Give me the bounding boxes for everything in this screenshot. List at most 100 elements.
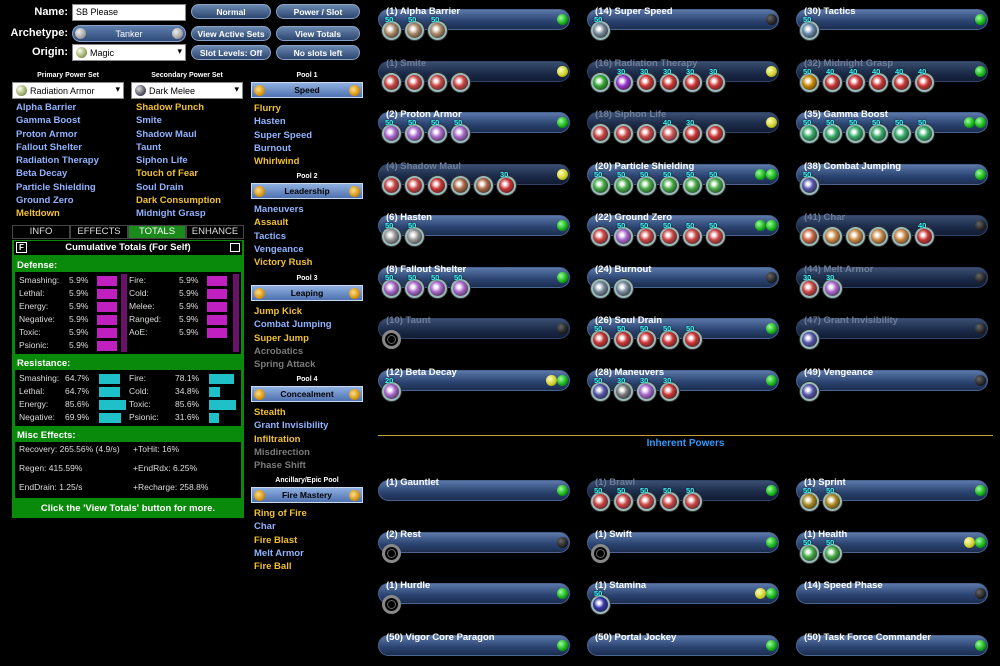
enhancement-icon[interactable]: 50 bbox=[382, 221, 401, 246]
enhancement-icon[interactable] bbox=[614, 124, 633, 143]
enhancement-icon[interactable] bbox=[591, 278, 610, 298]
tab-enhance[interactable]: ENHANCE bbox=[186, 225, 244, 239]
power-slot[interactable]: (1) Stamina bbox=[587, 580, 779, 604]
enhancement-icon[interactable] bbox=[591, 124, 610, 143]
enhancement-icon[interactable]: 50 bbox=[451, 118, 470, 143]
enhancement-icon[interactable] bbox=[800, 330, 819, 349]
origin-select[interactable]: Magic▾ bbox=[72, 44, 186, 61]
power-slot[interactable]: (30) Tactics bbox=[796, 6, 988, 30]
enhancement-icon[interactable]: 50 bbox=[823, 486, 842, 511]
enhancement-icon[interactable]: 50 bbox=[660, 324, 679, 349]
power-list-item[interactable]: Shadow Maul bbox=[136, 128, 197, 140]
enhancement-icon[interactable] bbox=[614, 278, 633, 298]
enhancement-icon[interactable]: 50 bbox=[637, 324, 656, 349]
power-list-item[interactable]: Taunt bbox=[136, 141, 162, 153]
enhancement-icon[interactable]: 50 bbox=[382, 15, 401, 40]
power-list-item[interactable]: Meltdown bbox=[16, 208, 60, 220]
power-list-item[interactable]: Misdirection bbox=[254, 446, 310, 458]
power-list-item[interactable]: Stealth bbox=[254, 407, 286, 418]
enhancement-icon[interactable]: 30 bbox=[614, 376, 633, 401]
primary-set-select[interactable]: Radiation Armor▾ bbox=[12, 82, 124, 99]
enhancement-icon[interactable]: 40 bbox=[869, 67, 888, 92]
enhancement-icon[interactable]: 50 bbox=[382, 118, 401, 143]
name-input[interactable]: SB Please bbox=[72, 4, 186, 21]
power-slot[interactable]: (6) Hasten bbox=[378, 212, 570, 236]
power-slot[interactable]: (1) Alpha Barrier bbox=[378, 6, 570, 30]
view-totals-button[interactable]: View Totals bbox=[276, 26, 360, 41]
power-list-item[interactable]: Fire Blast bbox=[254, 534, 298, 546]
power-slot[interactable]: (1) Health bbox=[796, 529, 988, 553]
enhancement-icon[interactable] bbox=[474, 175, 493, 195]
enhancement-icon[interactable] bbox=[382, 72, 401, 92]
view-active-sets-button[interactable]: View Active Sets bbox=[191, 26, 271, 41]
enhancement-icon[interactable]: 30 bbox=[800, 273, 819, 298]
enhancement-icon[interactable]: 50 bbox=[428, 118, 447, 143]
power-list-item[interactable]: Super Jump bbox=[254, 332, 309, 344]
tab-info[interactable]: INFO bbox=[12, 225, 70, 239]
enhancement-icon[interactable] bbox=[800, 227, 819, 246]
power-slot[interactable]: (2) Proton Armor bbox=[378, 109, 570, 133]
power-list-item[interactable]: Victory Rush bbox=[254, 257, 313, 269]
enhancement-icon[interactable] bbox=[405, 175, 424, 195]
enhancement-icon[interactable] bbox=[451, 72, 470, 92]
power-slot[interactable]: (47) Grant Invisibility bbox=[796, 315, 988, 339]
enhancement-icon[interactable]: 50 bbox=[683, 486, 702, 511]
enhancement-icon[interactable]: 30 bbox=[660, 67, 679, 92]
enhancement-icon[interactable]: 50 bbox=[637, 486, 656, 511]
power-slot[interactable]: (1) Gauntlet bbox=[378, 477, 570, 501]
normal-button[interactable]: Normal bbox=[191, 4, 271, 19]
enhancement-icon[interactable]: 30 bbox=[683, 67, 702, 92]
enhancement-icon[interactable]: 50 bbox=[591, 15, 610, 40]
enhancement-icon[interactable]: 40 bbox=[823, 67, 842, 92]
power-slot[interactable]: (1) Sprint bbox=[796, 477, 988, 501]
empty-slot-ring-icon[interactable] bbox=[382, 543, 401, 563]
enhancement-icon[interactable]: 50 bbox=[846, 118, 865, 143]
empty-slot-ring-icon[interactable] bbox=[591, 543, 610, 563]
power-slot[interactable]: (24) Burnout bbox=[587, 264, 779, 288]
power-list-item[interactable]: Tactics bbox=[254, 230, 287, 242]
power-list-item[interactable]: Flurry bbox=[254, 103, 281, 114]
power-slot[interactable]: (2) Rest bbox=[378, 529, 570, 553]
enhancement-icon[interactable]: 40 bbox=[892, 67, 911, 92]
enhancement-icon[interactable]: 30 bbox=[614, 67, 633, 92]
power-list-item[interactable]: Gamma Boost bbox=[16, 115, 81, 127]
enhancement-icon[interactable]: 50 bbox=[637, 170, 656, 195]
enhancement-icon[interactable]: 50 bbox=[591, 376, 610, 401]
tab-totals[interactable]: TOTALS bbox=[128, 225, 186, 239]
empty-slot-ring-icon[interactable] bbox=[382, 595, 401, 614]
pool-select[interactable]: Fire Mastery bbox=[251, 487, 363, 503]
enhancement-icon[interactable]: 50 bbox=[591, 589, 610, 614]
power-slot[interactable]: (18) Siphon Life bbox=[587, 109, 779, 133]
slot-levels-button[interactable]: Slot Levels: Off bbox=[191, 45, 271, 60]
enhancement-icon[interactable]: 50 bbox=[800, 486, 819, 511]
power-list-item[interactable]: Proton Armor bbox=[16, 128, 78, 140]
power-list-item[interactable]: Ground Zero bbox=[16, 195, 74, 207]
enhancement-icon[interactable] bbox=[800, 381, 819, 401]
power-slot[interactable]: (38) Combat Jumping bbox=[796, 161, 988, 185]
power-list-item[interactable]: Beta Decay bbox=[16, 168, 68, 180]
enhancement-icon[interactable]: 50 bbox=[706, 170, 725, 195]
enhancement-icon[interactable]: 50 bbox=[892, 118, 911, 143]
enhancement-icon[interactable]: 30 bbox=[637, 376, 656, 401]
power-list-item[interactable]: Assault bbox=[254, 217, 289, 229]
power-list-item[interactable]: Fallout Shelter bbox=[16, 141, 82, 153]
power-slot[interactable]: (44) Melt Armor bbox=[796, 264, 988, 288]
enhancement-icon[interactable]: 50 bbox=[405, 221, 424, 246]
enhancement-icon[interactable]: 50 bbox=[405, 273, 424, 298]
enhancement-icon[interactable]: 50 bbox=[800, 170, 819, 195]
power-list-item[interactable]: Smite bbox=[136, 115, 162, 127]
power-list-item[interactable]: Infiltration bbox=[254, 433, 301, 445]
power-list-item[interactable]: Burnout bbox=[254, 142, 291, 154]
enhancement-icon[interactable] bbox=[823, 227, 842, 246]
power-list-item[interactable]: Acrobatics bbox=[254, 345, 304, 357]
enhancement-icon[interactable]: 50 bbox=[869, 118, 888, 143]
enhancement-icon[interactable]: 50 bbox=[660, 221, 679, 246]
enhancement-icon[interactable]: 50 bbox=[405, 15, 424, 40]
power-slot[interactable]: (8) Fallout Shelter bbox=[378, 264, 570, 288]
enhancement-icon[interactable]: 50 bbox=[683, 324, 702, 349]
pool-select[interactable]: Leaping bbox=[251, 285, 363, 301]
enhancement-icon[interactable]: 30 bbox=[706, 67, 725, 92]
power-list-item[interactable]: Phase Shift bbox=[254, 460, 306, 472]
power-slot[interactable]: (1) Swift bbox=[587, 529, 779, 553]
power-slot[interactable]: (1) Hurdle bbox=[378, 580, 570, 604]
